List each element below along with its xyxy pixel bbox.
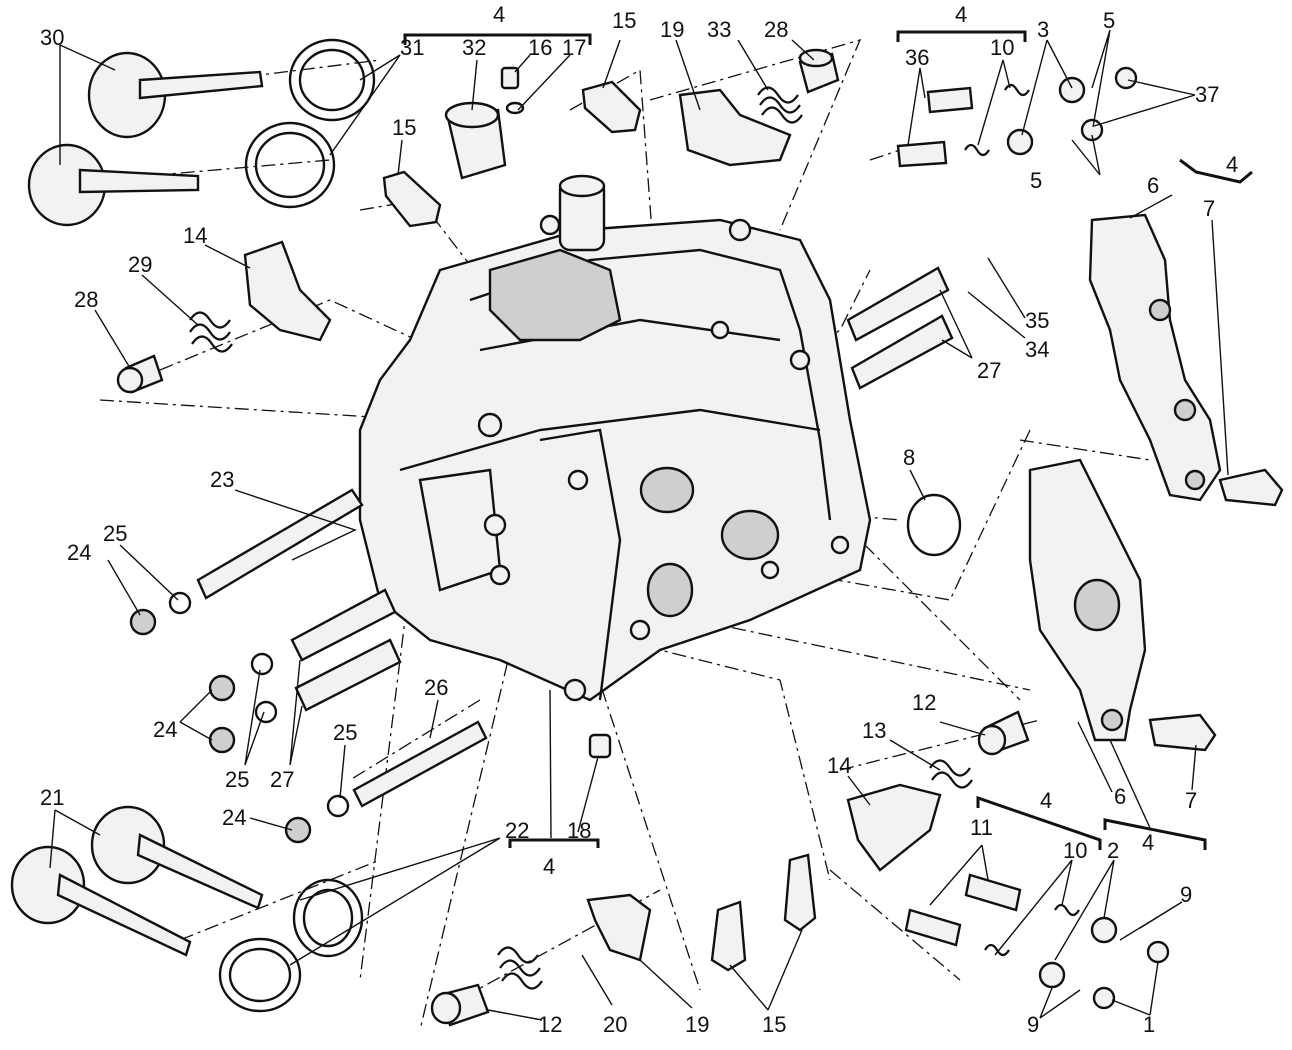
- callout-15-top: 15: [612, 8, 636, 33]
- callout-19-top: 19: [660, 17, 684, 42]
- callout-11: 11: [970, 815, 993, 840]
- callout-5-top: 5: [1103, 8, 1115, 33]
- callout-12-right: 12: [912, 690, 936, 715]
- callout-30: 30: [40, 25, 64, 50]
- callout-24-upper: 24: [67, 540, 91, 565]
- callout-21: 21: [40, 785, 64, 810]
- callout-4-right: 4: [1226, 152, 1238, 177]
- callout-3: 3: [1037, 17, 1049, 42]
- callout-10-bottom: 10: [1063, 838, 1087, 863]
- callout-8: 8: [903, 445, 915, 470]
- callout-1: 1: [1143, 1012, 1155, 1037]
- callout-22: 22: [505, 818, 529, 843]
- callout-27-left: 27: [270, 767, 294, 792]
- callout-6-top: 6: [1147, 173, 1159, 198]
- rocker-arms: [243, 80, 942, 972]
- callout-31: 31: [400, 35, 424, 60]
- callout-4-bottom-mid: 4: [543, 854, 555, 879]
- callout-33: 33: [707, 17, 731, 42]
- callout-27-right: 27: [977, 358, 1001, 383]
- callout-28-top: 28: [764, 17, 788, 42]
- callout-4-bottom-right: 4: [1142, 830, 1154, 855]
- cylinder-head: [358, 174, 872, 759]
- callout-35: 35: [1025, 308, 1049, 333]
- callout-6-bottom: 6: [1114, 784, 1126, 809]
- callout-9-bottom: 9: [1027, 1012, 1039, 1037]
- callout-25-lower: 25: [333, 720, 357, 745]
- exhaust-valves: [10, 805, 364, 1013]
- callout-7-bottom: 7: [1185, 788, 1197, 813]
- plugs-washers: [129, 66, 1170, 1010]
- callout-29: 29: [128, 252, 152, 277]
- callout-7-top: 7: [1203, 196, 1215, 221]
- callout-2: 2: [1107, 838, 1119, 863]
- callout-32: 32: [462, 35, 486, 60]
- callout-25-upper: 25: [103, 521, 127, 546]
- callout-25-mid: 25: [225, 767, 249, 792]
- callout-4-bottom-bracket: 4: [1040, 788, 1052, 813]
- callout-24-lower: 24: [222, 805, 246, 830]
- callout-28-left: 28: [74, 287, 98, 312]
- callout-15-left: 15: [392, 115, 416, 140]
- callout-34: 34: [1025, 337, 1049, 362]
- callout-24-mid: 24: [153, 717, 177, 742]
- callout-26: 26: [424, 675, 448, 700]
- callout-17: 17: [562, 35, 586, 60]
- callout-37: 37: [1195, 82, 1219, 107]
- rocker-shafts: [196, 266, 954, 808]
- callout-36: 36: [905, 45, 929, 70]
- callout-15-bottom: 15: [762, 1012, 786, 1037]
- callout-5-mid: 5: [1030, 168, 1042, 193]
- intake-valves: [27, 38, 376, 227]
- callout-10-top: 10: [990, 35, 1014, 60]
- group-brackets: [403, 30, 1253, 850]
- leader-lines: [49, 29, 1229, 1021]
- callout-19-bottom: 19: [685, 1012, 709, 1037]
- bushings: [116, 48, 1030, 1027]
- callout-18: 18: [567, 818, 591, 843]
- tappet-top: [444, 66, 525, 180]
- springs: [189, 83, 1080, 990]
- callout-14-right: 14: [827, 753, 851, 778]
- callout-9-right: 9: [1180, 882, 1192, 907]
- callout-23: 23: [210, 467, 234, 492]
- cam-support-lower: [1028, 458, 1217, 752]
- callout-16: 16: [528, 35, 552, 60]
- callout-20: 20: [603, 1012, 627, 1037]
- callout-12-bottom: 12: [538, 1012, 562, 1037]
- callout-labels: 30 31 4 32 16 17 15 19 33 28 4 36 10 3 5…: [40, 2, 1238, 1037]
- cam-support-upper: [1088, 213, 1284, 507]
- callout-4-top-right: 4: [955, 2, 967, 27]
- callout-13: 13: [862, 718, 886, 743]
- callout-4-top: 4: [493, 2, 505, 27]
- callout-14-left: 14: [183, 223, 207, 248]
